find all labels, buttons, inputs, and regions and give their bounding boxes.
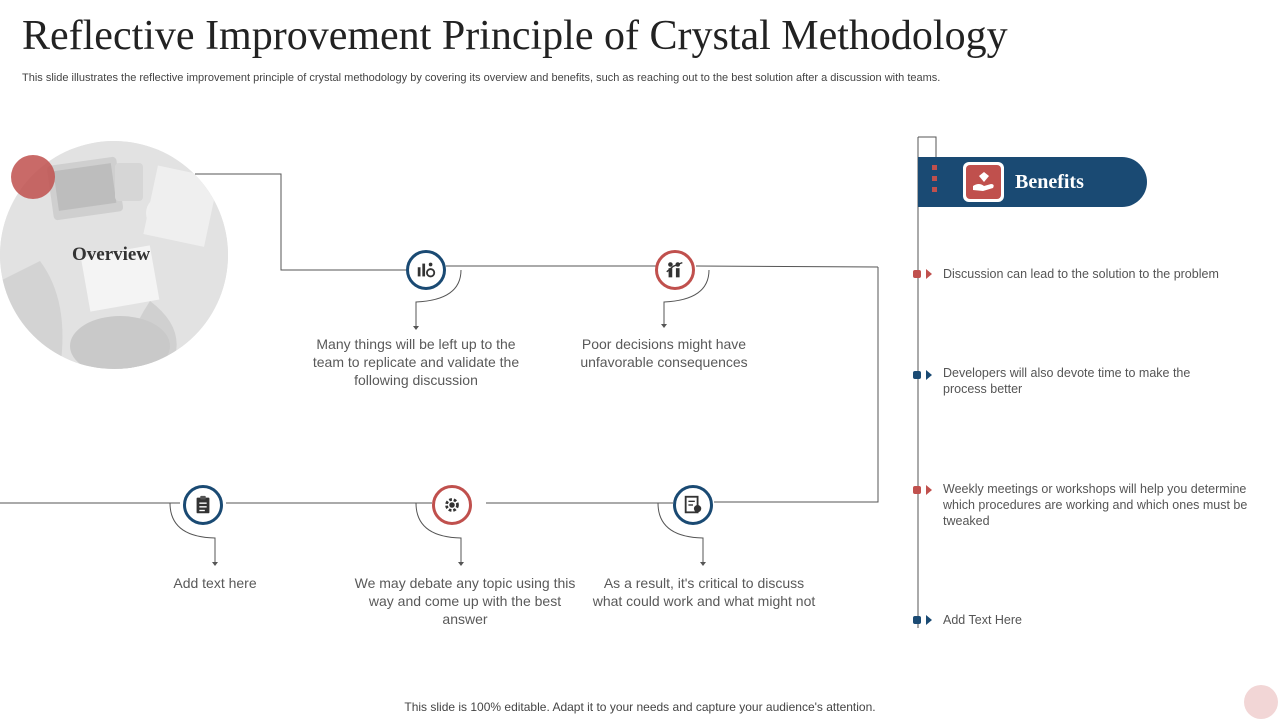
overview-photo xyxy=(0,141,228,369)
benefits-icon-box xyxy=(963,162,1004,202)
chart-settings-icon xyxy=(406,250,446,290)
benefit-bullet-1 xyxy=(913,270,921,278)
hand-diamond-icon xyxy=(966,165,1001,199)
step-text-1: Many things will be left up to the team … xyxy=(312,336,520,388)
team-growth-icon xyxy=(655,250,695,290)
clipboard-icon xyxy=(183,485,223,525)
benefit-bullet-4 xyxy=(913,616,921,624)
step-text-3: As a result, it's critical to discuss wh… xyxy=(592,575,816,609)
benefit-arrow-4 xyxy=(926,615,932,625)
overview-accent-dot xyxy=(11,155,55,199)
corner-decoration xyxy=(1244,685,1278,719)
overview-label: Overview xyxy=(72,244,151,265)
benefit-arrow-3 xyxy=(926,485,932,495)
benefits-banner: Benefits xyxy=(918,157,1147,207)
benefit-item-1: Discussion can lead to the solution to t… xyxy=(943,267,1219,281)
benefits-title: Benefits xyxy=(1015,171,1084,193)
gear-icon xyxy=(432,485,472,525)
page-title: Reflective Improvement Principle of Crys… xyxy=(22,13,1008,59)
step-text-4: We may debate any topic using this way a… xyxy=(354,575,576,627)
benefit-arrow-2 xyxy=(926,370,932,380)
banner-dots xyxy=(932,165,938,198)
document-settings-icon xyxy=(673,485,713,525)
benefit-bullet-2 xyxy=(913,371,921,379)
benefit-item-3: Weekly meetings or workshops will help y… xyxy=(943,482,1248,528)
benefit-item-4: Add Text Here xyxy=(943,613,1022,627)
benefit-bullet-3 xyxy=(913,486,921,494)
step-text-5: Add text here xyxy=(173,575,257,591)
benefit-item-2: Developers will also devote time to make… xyxy=(943,366,1191,396)
step-text-2: Poor decisions might have unfavorable co… xyxy=(580,336,748,370)
footer-note: This slide is 100% editable. Adapt it to… xyxy=(404,700,876,714)
page-subtitle: This slide illustrates the reflective im… xyxy=(22,72,941,84)
benefit-arrow-1 xyxy=(926,269,932,279)
